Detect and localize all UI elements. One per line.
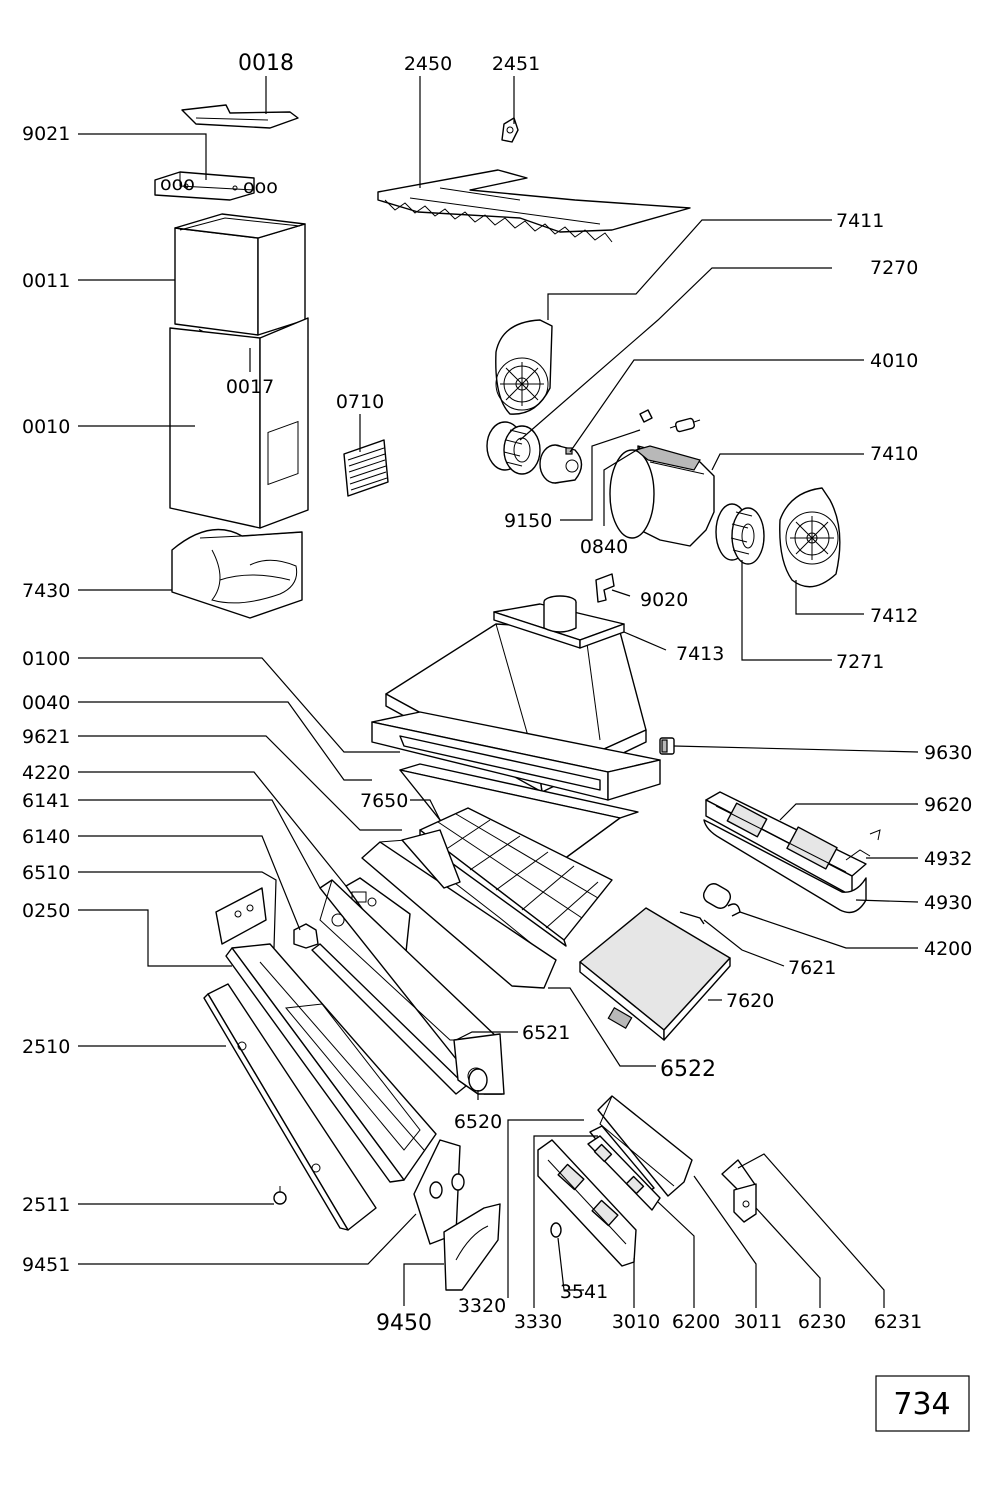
part-7411-drawing — [495, 319, 553, 415]
label-0100: 0100 — [22, 648, 70, 670]
part-7621-drawing — [679, 911, 705, 925]
label-0250: 0250 — [22, 900, 70, 922]
page-number-box: 734 — [875, 1375, 970, 1432]
label-9620: 9620 — [924, 794, 972, 816]
page-number: 734 — [893, 1387, 950, 1422]
part-0018-drawing — [181, 104, 299, 129]
label-0710: 0710 — [336, 391, 384, 413]
label-4220: 4220 — [22, 762, 70, 784]
part-6522-drawing — [361, 829, 557, 989]
label-6522: 6522 — [660, 1057, 716, 1082]
label-0018: 0018 — [238, 51, 294, 76]
label-7270: 7270 — [870, 257, 918, 279]
label-9021: 9021 — [22, 123, 70, 145]
label-9621: 9621 — [22, 726, 70, 748]
label-3330: 3330 — [514, 1311, 562, 1333]
part-4200-drawing — [702, 883, 741, 917]
svg-text:ooo: ooo — [243, 176, 278, 198]
label-6521: 6521 — [522, 1022, 570, 1044]
part-9021-drawing: ooo ooo — [154, 171, 278, 201]
label-4010: 4010 — [870, 350, 918, 372]
label-6510: 6510 — [22, 862, 70, 884]
label-7412: 7412 — [870, 605, 918, 627]
part-2451-drawing — [501, 117, 519, 143]
svg-text:ooo: ooo — [160, 173, 195, 195]
label-9450: 9450 — [376, 1311, 432, 1336]
label-2511: 2511 — [22, 1194, 70, 1216]
label-0040: 0040 — [22, 692, 70, 714]
label-6231: 6231 — [874, 1311, 922, 1333]
label-4932: 4932 — [924, 848, 972, 870]
label-6200: 6200 — [672, 1311, 720, 1333]
label-9451: 9451 — [22, 1254, 70, 1276]
label-7271: 7271 — [836, 651, 884, 673]
label-2510: 2510 — [22, 1036, 70, 1058]
label-4930: 4930 — [924, 892, 972, 914]
part-9451-drawing — [413, 1139, 465, 1245]
part-3010-drawing — [537, 1139, 637, 1267]
label-2451: 2451 — [492, 53, 540, 75]
part-7430-drawing — [171, 528, 303, 619]
label-3541: 3541 — [560, 1281, 608, 1303]
part-7412-drawing — [779, 487, 841, 588]
part-7270-drawing — [486, 421, 541, 475]
part-9150-drawing — [539, 444, 583, 484]
part-3541-drawing — [550, 1222, 562, 1238]
leader-lines — [78, 76, 919, 1308]
part-7650-drawing — [419, 807, 613, 947]
part-0840-drawing — [639, 409, 701, 433]
part-0040-drawing — [371, 711, 661, 839]
label-4200: 4200 — [924, 938, 972, 960]
label-0840: 0840 — [580, 536, 628, 558]
label-6230: 6230 — [798, 1311, 846, 1333]
label-0017: 0017 — [226, 376, 274, 398]
part-6520-drawing — [468, 1068, 488, 1092]
part-6230-drawing — [733, 1183, 757, 1223]
label-7430: 7430 — [22, 580, 70, 602]
part-9450-drawing — [443, 1203, 501, 1291]
part-6510-drawing — [225, 943, 437, 1183]
part-2450-drawing — [377, 169, 691, 243]
part-0250-drawing — [215, 887, 267, 945]
part-4932-drawing — [845, 849, 871, 861]
label-9630: 9630 — [924, 742, 972, 764]
part-9620-drawing — [705, 791, 881, 897]
part-7410-drawing — [609, 445, 715, 547]
label-9150: 9150 — [504, 510, 552, 532]
part-0710-drawing — [343, 439, 389, 497]
part-0010-drawing — [169, 317, 309, 529]
label-6520: 6520 — [454, 1111, 502, 1133]
part-7620-drawing — [579, 907, 731, 1041]
label-3011: 3011 — [734, 1311, 782, 1333]
label-7413: 7413 — [676, 643, 724, 665]
part-9020-drawing — [595, 573, 615, 603]
label-0011: 0011 — [22, 270, 70, 292]
label-0010: 0010 — [22, 416, 70, 438]
part-6200-drawing — [587, 1135, 661, 1211]
label-7411: 7411 — [836, 210, 884, 232]
label-6140: 6140 — [22, 826, 70, 848]
label-9020: 9020 — [640, 589, 688, 611]
label-7650: 7650 — [360, 790, 408, 812]
label-3010: 3010 — [612, 1311, 660, 1333]
part-9630-drawing — [659, 737, 675, 755]
label-7621: 7621 — [788, 957, 836, 979]
part-4930-drawing — [703, 819, 867, 914]
label-3320: 3320 — [458, 1295, 506, 1317]
label-2450: 2450 — [404, 53, 452, 75]
part-9621-drawing — [399, 763, 639, 863]
part-2510-drawing — [203, 983, 377, 1231]
part-3011-drawing — [597, 1095, 693, 1197]
part-7271-drawing — [715, 503, 765, 565]
part-0011-drawing — [174, 213, 306, 336]
label-7620: 7620 — [726, 990, 774, 1012]
part-2511-drawing — [273, 1186, 287, 1205]
label-6141: 6141 — [22, 790, 70, 812]
label-7410: 7410 — [870, 443, 918, 465]
